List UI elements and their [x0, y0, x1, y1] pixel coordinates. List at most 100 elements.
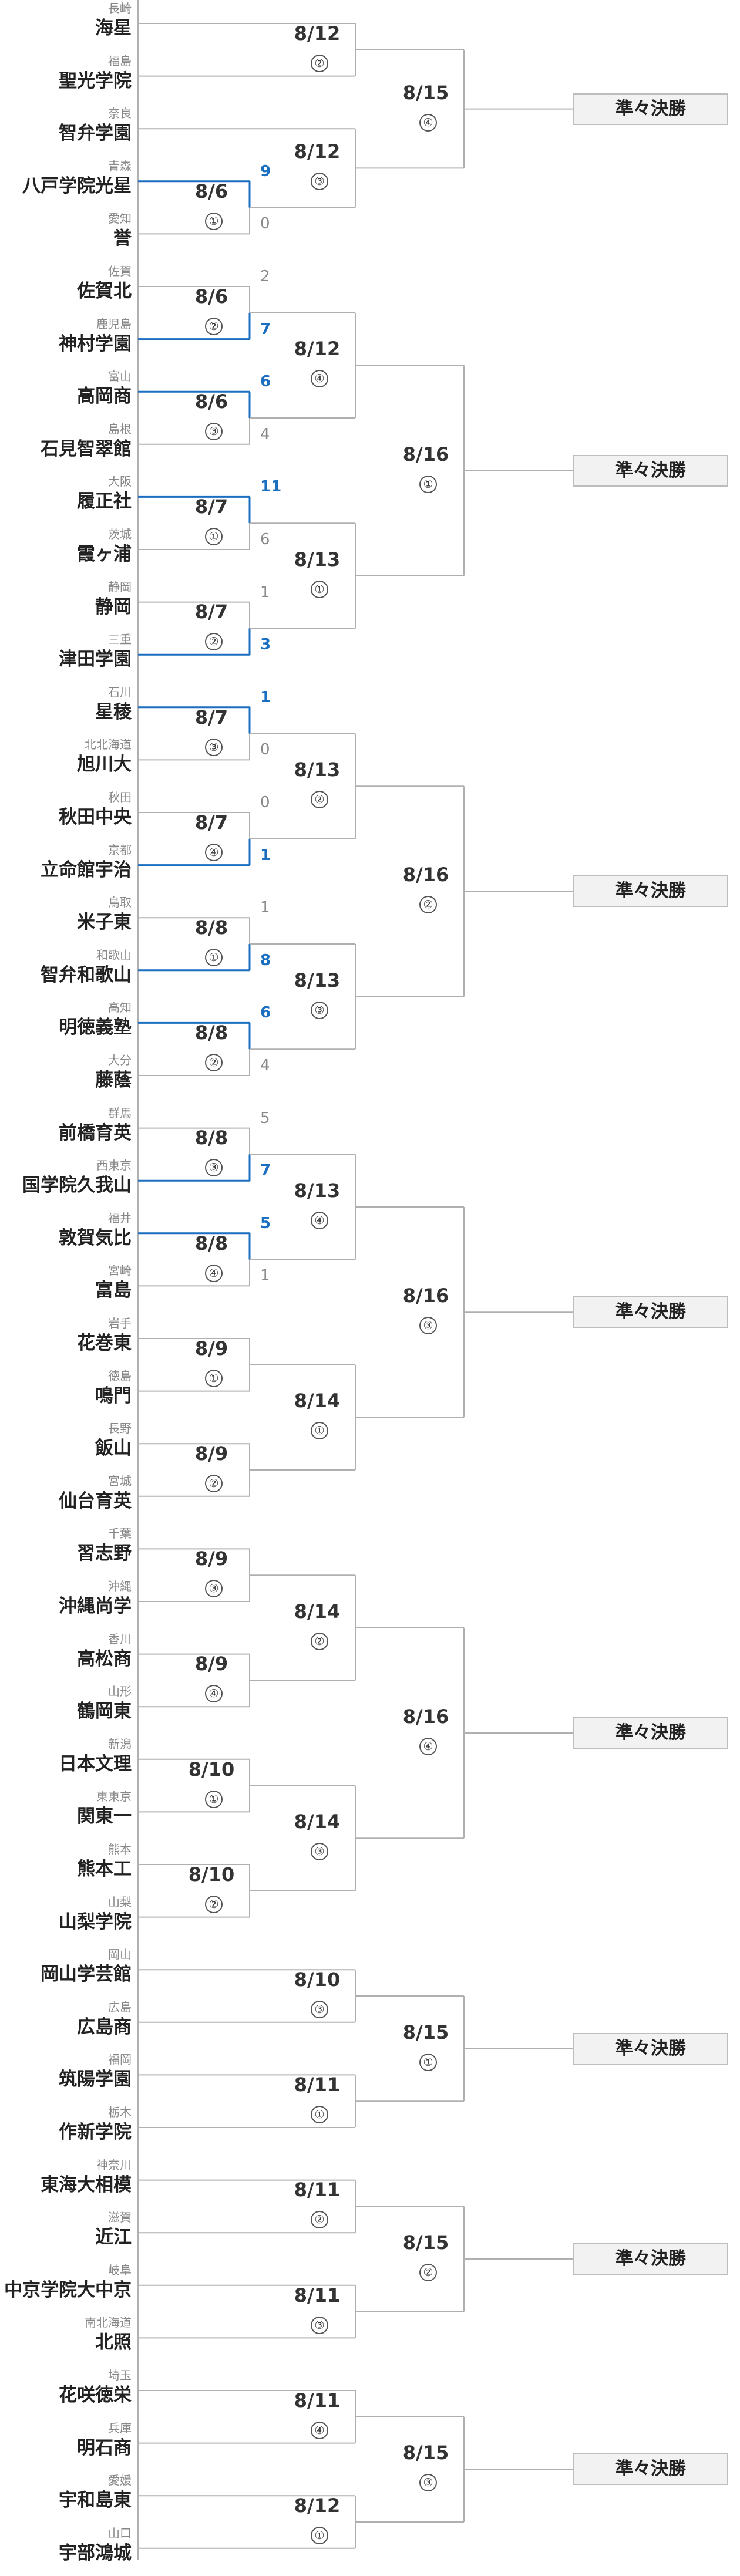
team-name[interactable]: 海星 [95, 18, 132, 39]
team-name[interactable]: 宇部鴻城 [59, 2542, 132, 2564]
team-prefecture: 広島 [108, 2000, 132, 2014]
team-prefecture: 南北海道 [85, 2315, 132, 2330]
team-prefecture: 佐賀 [108, 264, 132, 278]
team-prefecture: 岐阜 [108, 2263, 132, 2277]
team-name[interactable]: 国学院久我山 [22, 1175, 132, 1196]
team-name[interactable]: 中京学院大中京 [4, 2279, 132, 2301]
team-name[interactable]: 山梨学院 [59, 1911, 132, 1933]
team-name[interactable]: 前橋育英 [59, 1122, 132, 1144]
score-b: 7 [260, 320, 271, 338]
team-name[interactable]: 関東一 [77, 1806, 132, 1828]
game-date: 8/8 [194, 1021, 228, 1044]
game-date: 8/10 [188, 1863, 235, 1886]
team-name[interactable]: 筑陽学園 [59, 2069, 132, 2091]
team-name[interactable]: 鳴門 [95, 1385, 132, 1407]
team-prefecture: 大阪 [108, 474, 132, 489]
team-name[interactable]: 北照 [95, 2332, 132, 2354]
team-name[interactable]: 明石商 [77, 2437, 132, 2459]
score-b: 6 [260, 531, 270, 548]
score-b: 1 [260, 1267, 270, 1285]
team-prefecture: 三重 [108, 632, 132, 647]
team-name[interactable]: 作新学院 [59, 2122, 132, 2143]
team-name[interactable]: 星稜 [95, 701, 132, 723]
team-name[interactable]: 静岡 [95, 596, 132, 618]
team-name[interactable]: 明徳義塾 [59, 1017, 132, 1039]
game-date: 8/13 [294, 969, 341, 992]
game-date: 8/10 [188, 1758, 235, 1781]
quarterfinal-box: 準々決勝 [573, 875, 728, 908]
team-name[interactable]: 神村学園 [59, 333, 132, 355]
game-date: 8/6 [194, 180, 228, 203]
game-date: 8/15 [402, 2021, 449, 2044]
game-number: ④ [419, 113, 437, 132]
team-name[interactable]: 誉 [113, 228, 132, 249]
team-name[interactable]: 高岡商 [77, 386, 132, 407]
team-name[interactable]: 宇和島東 [59, 2490, 132, 2511]
team-name[interactable]: 八戸学院光星 [22, 175, 132, 197]
team-prefecture: 愛媛 [108, 2473, 132, 2488]
game-number: ② [419, 896, 437, 914]
team-prefecture: 栃木 [108, 2105, 132, 2119]
team-name[interactable]: 飯山 [95, 1438, 132, 1459]
team-name[interactable]: 沖縄尚学 [59, 1596, 132, 1617]
team-name[interactable]: 仙台育英 [59, 1490, 132, 1512]
score-a: 1 [260, 899, 270, 917]
team-name[interactable]: 広島商 [77, 2016, 132, 2038]
game-date: 8/7 [194, 495, 228, 518]
team-name[interactable]: 富島 [95, 1280, 132, 1302]
team-prefecture: 石川 [108, 685, 132, 699]
team-name[interactable]: 聖光学院 [59, 70, 132, 92]
game-number: ① [419, 2053, 437, 2071]
score-a: 2 [260, 268, 270, 285]
team-name[interactable]: 秋田中央 [59, 807, 132, 828]
team-name[interactable]: 履正社 [77, 491, 132, 512]
team-name[interactable]: 旭川大 [77, 754, 132, 776]
game-number: ② [311, 54, 328, 72]
team-prefecture: 北北海道 [85, 737, 132, 752]
team-name[interactable]: 藤蔭 [95, 1070, 132, 1091]
team-name[interactable]: 日本文理 [59, 1753, 132, 1775]
game-date: 8/12 [294, 22, 341, 45]
team-name[interactable]: 米子東 [77, 912, 132, 933]
score-b: 3 [260, 636, 271, 654]
game-date: 8/15 [402, 2231, 449, 2254]
team-name[interactable]: 霞ヶ浦 [77, 544, 132, 565]
team-prefecture: 山口 [108, 2526, 132, 2540]
game-number: ③ [205, 423, 223, 440]
game-date: 8/13 [294, 548, 341, 571]
game-number: ① [311, 2527, 328, 2544]
team-name[interactable]: 東海大相模 [41, 2174, 132, 2196]
team-prefecture: 高知 [108, 1000, 132, 1015]
team-name[interactable]: 智弁和歌山 [41, 964, 132, 986]
team-name[interactable]: 高松商 [77, 1648, 132, 1670]
team-prefecture: 神奈川 [96, 2157, 132, 2172]
team-name[interactable]: 敦賀気比 [59, 1227, 132, 1249]
score-a: 6 [260, 1004, 271, 1022]
game-number: ① [205, 1369, 223, 1387]
team-name[interactable]: 佐賀北 [77, 281, 132, 302]
game-number: ③ [311, 173, 328, 191]
game-date: 8/16 [402, 1705, 449, 1728]
team-name[interactable]: 花咲徳栄 [59, 2385, 132, 2406]
team-name[interactable]: 鶴岡東 [77, 1701, 132, 1722]
team-prefecture: 奈良 [108, 106, 132, 121]
team-prefecture: 千葉 [108, 1526, 132, 1541]
team-prefecture: 福島 [108, 53, 132, 68]
team-name[interactable]: 立命館宇治 [41, 859, 132, 881]
game-number: ③ [205, 1580, 223, 1598]
team-name[interactable]: 岡山学芸館 [41, 1964, 132, 1985]
game-date: 8/6 [194, 390, 228, 413]
game-number: ② [311, 2211, 328, 2229]
game-number: ③ [311, 2316, 328, 2334]
team-name[interactable]: 熊本工 [77, 1859, 132, 1880]
team-name[interactable]: 近江 [95, 2227, 132, 2248]
team-name[interactable]: 石見智翠館 [41, 438, 132, 460]
team-name[interactable]: 津田学園 [59, 649, 132, 670]
team-name[interactable]: 花巻東 [77, 1333, 132, 1354]
game-date: 8/9 [194, 1547, 228, 1570]
game-number: ② [419, 2264, 437, 2281]
team-name[interactable]: 習志野 [77, 1543, 132, 1565]
team-name[interactable]: 智弁学園 [59, 123, 132, 144]
game-date: 8/7 [194, 706, 228, 729]
game-number: ② [205, 1895, 223, 1913]
